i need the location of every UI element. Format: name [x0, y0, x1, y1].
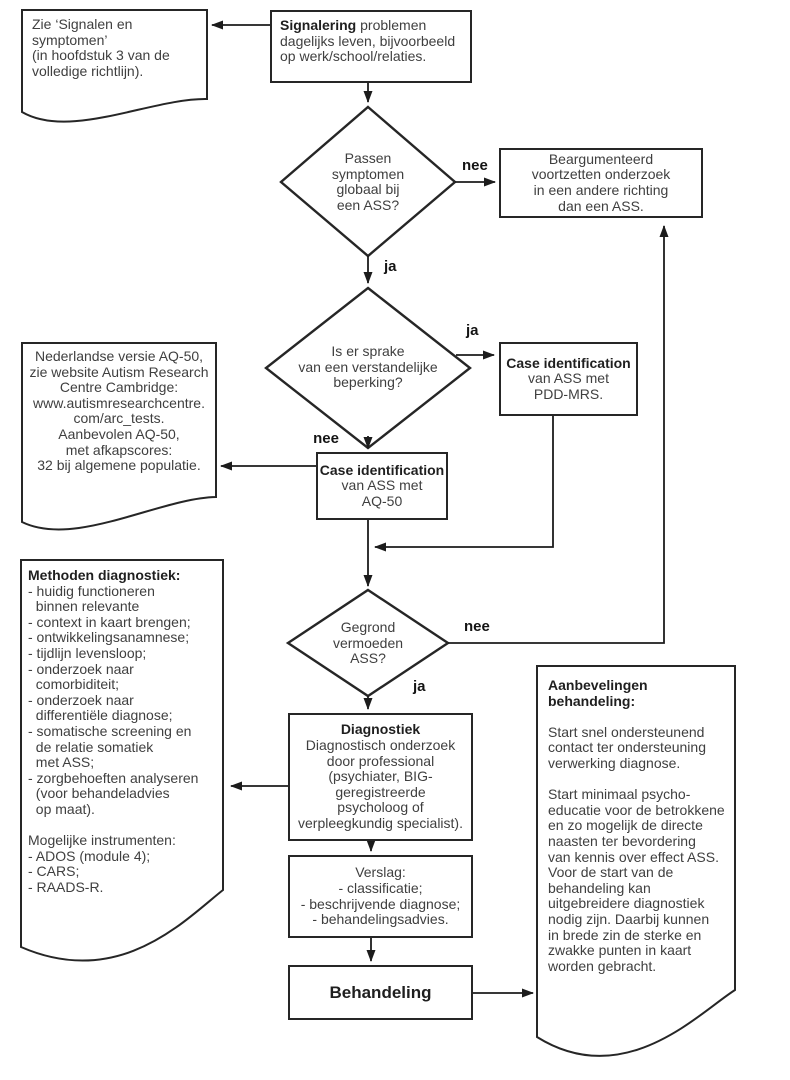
- box-verslag-text: Verslag: - classificatie; - beschrijvend…: [300, 864, 461, 928]
- arrow-pddmrs-to-merge: [374, 416, 554, 552]
- box-case-identification-aq50: Case identification van ASS met AQ-50: [316, 452, 448, 520]
- document-methoden-diagnostiek: [20, 559, 224, 962]
- doc-signalen-text: Zie ‘Signalen en symptomen’ (in hoofdstu…: [32, 16, 170, 79]
- doc-aanbevelingen-title: Aanbevelingen behandeling:: [548, 677, 648, 709]
- box-signalering: Signalering problemen dagelijks leven, b…: [270, 10, 472, 83]
- box-case-identification-pddmrs: Case identification van ASS met PDD-MRS.: [499, 342, 638, 416]
- doc-aanbevelingen-body: Start snel ondersteunend contact ter ond…: [548, 723, 725, 974]
- edge-label-passen-nee: nee: [462, 157, 488, 174]
- edge-label-gegrond-nee: nee: [464, 618, 490, 635]
- document-signalen-symptomen: [21, 9, 208, 123]
- box-beargumenteerd-text: Beargumenteerd voortzetten onderzoek in …: [531, 150, 671, 214]
- box-diagnostiek: Diagnostiek Diagnostisch onderzoek door …: [288, 713, 473, 841]
- document-aq50-info: [21, 342, 217, 531]
- box-diagnostiek-body: Diagnostisch onderzoek door professional…: [298, 737, 463, 831]
- doc-aanbevelingen-text: Aanbevelingen behandeling: Start snel on…: [548, 677, 732, 974]
- box-pddmrs-body: van ASS met PDD-MRS.: [528, 370, 609, 402]
- document-aanbevelingen-behandeling: [536, 665, 736, 1057]
- box-signalering-title: Signalering: [280, 17, 357, 33]
- doc-methoden-text: Methoden diagnostiek: - huidig functione…: [28, 567, 220, 895]
- box-signalering-body: problemen dagelijks leven, bijvoorbeeld …: [280, 17, 456, 65]
- doc-methoden-body: - huidig functioneren binnen relevante -…: [28, 582, 199, 895]
- diamond-gegrond-text: Gegrond vermoeden ASS?: [332, 619, 404, 667]
- box-verslag: Verslag: - classificatie; - beschrijvend…: [288, 855, 473, 938]
- diamond-passen-text: Passen symptomen globaal bij een ASS?: [331, 150, 405, 213]
- arrow-gegrond-nee-to-beargumenteerd: [448, 225, 669, 644]
- box-behandeling: Behandeling: [288, 965, 473, 1020]
- box-aq50-body: van ASS met AQ-50: [341, 477, 423, 509]
- box-diagnostiek-title: Diagnostiek: [340, 721, 421, 738]
- edge-label-passen-ja: ja: [384, 258, 397, 275]
- box-behandeling-label: Behandeling: [329, 982, 432, 1002]
- box-beargumenteerd: Beargumenteerd voortzetten onderzoek in …: [499, 148, 703, 218]
- doc-aq50-text: Nederlandse versie AQ-50, zie website Au…: [29, 348, 209, 474]
- edge-label-gegrond-ja: ja: [413, 678, 426, 695]
- box-pddmrs-title: Case identification: [506, 354, 631, 371]
- diamond-verstandelijk-text: Is er sprake van een verstandelijke bepe…: [298, 343, 438, 391]
- box-aq50-title: Case identification: [319, 461, 445, 478]
- edge-label-verstandelijk-nee: nee: [313, 430, 339, 447]
- doc-methoden-title: Methoden diagnostiek:: [28, 567, 181, 583]
- edge-label-verstandelijk-ja: ja: [466, 322, 479, 339]
